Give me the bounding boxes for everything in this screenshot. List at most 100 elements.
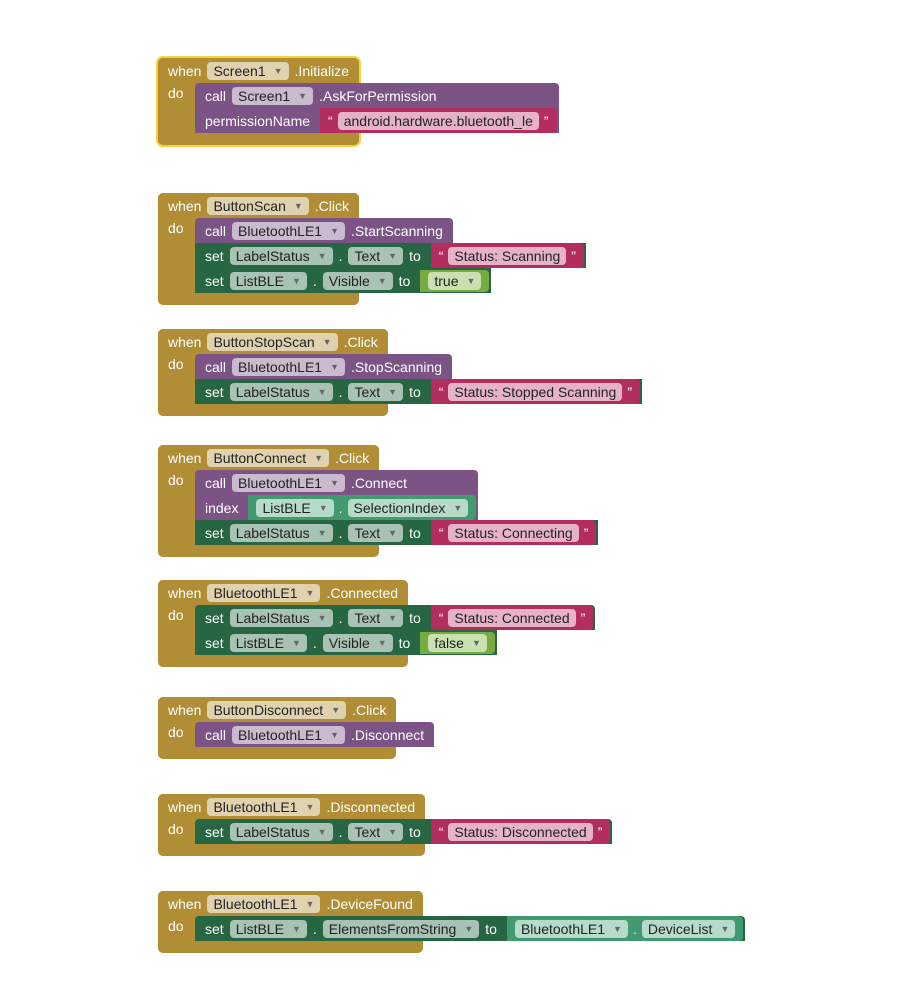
chevron-down-icon[interactable]: ▼ [305,801,315,812]
chevron-down-icon[interactable]: ▼ [317,386,327,397]
set-property-dropdown[interactable]: Text▼ [348,523,404,542]
text-value-field[interactable]: Status: Connecting [448,523,579,542]
chevron-down-icon[interactable]: ▼ [464,923,474,934]
text-block[interactable]: “Status: Stopped Scanning” [430,379,640,404]
chevron-down-icon[interactable]: ▼ [291,637,301,648]
event-component-dropdown[interactable]: ButtonScan▼ [207,196,309,215]
set-component-dropdown[interactable]: ListBLE▼ [229,919,307,938]
chevron-down-icon[interactable]: ▼ [330,729,340,740]
chevron-down-icon[interactable]: ▼ [317,527,327,538]
event-component-dropdown[interactable]: ButtonConnect▼ [207,448,330,467]
chevron-down-icon[interactable]: ▼ [273,65,283,76]
event-component-dropdown[interactable]: BluetoothLE1▼ [207,894,321,913]
set-component-dropdown[interactable]: LabelStatus▼ [229,382,333,401]
event-component-dropdown[interactable]: BluetoothLE1▼ [207,797,321,816]
chevron-down-icon[interactable]: ▼ [317,612,327,623]
set-property-dropdown[interactable]: Text▼ [348,382,404,401]
chevron-down-icon[interactable]: ▼ [317,826,327,837]
chevron-down-icon[interactable]: ▼ [471,637,481,648]
set-component-dropdown[interactable]: LabelStatus▼ [229,523,333,542]
logic-block[interactable]: false▼ [420,631,495,654]
call-component-dropdown[interactable]: BluetoothLE1▼ [232,221,346,240]
call-component-dropdown[interactable]: BluetoothLE1▼ [232,357,346,376]
chevron-down-icon[interactable]: ▼ [330,477,340,488]
call-component-dropdown[interactable]: BluetoothLE1▼ [232,473,346,492]
chevron-down-icon[interactable]: ▼ [305,898,315,909]
set-property-dropdown[interactable]: ElementsFromString▼ [322,919,480,938]
text-block[interactable]: “Status: Connected” [430,605,594,630]
set-property-dropdown[interactable]: Text▼ [348,246,404,265]
logic-value-dropdown[interactable]: true▼ [428,271,482,290]
event-component-dropdown[interactable]: ButtonStopScan▼ [207,332,338,351]
chevron-down-icon[interactable]: ▼ [298,90,308,101]
event-component-dropdown[interactable]: BluetoothLE1▼ [207,583,321,602]
chevron-down-icon[interactable]: ▼ [388,250,398,261]
chevron-down-icon[interactable]: ▼ [377,275,387,286]
text-value-field[interactable]: Status: Stopped Scanning [448,382,623,401]
chevron-down-icon[interactable]: ▼ [388,826,398,837]
chevron-down-icon[interactable]: ▼ [317,250,327,261]
component-getter-block[interactable]: BluetoothLE1▼.DeviceList▼ [506,916,744,941]
chevron-down-icon[interactable]: ▼ [388,386,398,397]
chevron-down-icon[interactable]: ▼ [388,527,398,538]
chevron-down-icon[interactable]: ▼ [322,336,332,347]
text-block[interactable]: “Status: Scanning” [430,243,584,268]
text-block[interactable]: “Status: Connecting” [430,520,597,545]
text-value-field[interactable]: Status: Disconnected [448,822,593,841]
chevron-down-icon[interactable]: ▼ [613,923,622,934]
logic-block[interactable]: true▼ [420,269,490,292]
call-component-dropdown[interactable]: Screen1▼ [232,86,314,105]
chevron-down-icon[interactable]: ▼ [330,361,340,372]
getter-property-dropdown[interactable]: DeviceList▼ [641,919,736,938]
component-getter-block[interactable]: ListBLE▼.SelectionIndex▼ [248,495,477,520]
event-component-dropdown[interactable]: ButtonDisconnect▼ [207,700,347,719]
chevron-down-icon[interactable]: ▼ [314,452,324,463]
chevron-down-icon[interactable]: ▼ [305,587,315,598]
set-component-dropdown[interactable]: LabelStatus▼ [229,608,333,627]
text-block[interactable]: “Status: Disconnected” [430,819,611,844]
chevron-down-icon[interactable]: ▼ [330,225,340,236]
chevron-down-icon[interactable]: ▼ [388,612,398,623]
chevron-down-icon[interactable]: ▼ [377,637,387,648]
text-value-field[interactable]: Status: Connected [448,608,576,627]
getter-property-dropdown[interactable]: SelectionIndex▼ [347,498,469,517]
chevron-down-icon[interactable]: ▼ [720,923,730,934]
set-component-dropdown[interactable]: LabelStatus▼ [229,246,333,265]
getter-component-dropdown[interactable]: BluetoothLE1▼ [514,919,628,938]
set-property-dropdown[interactable]: Text▼ [348,608,404,627]
chevron-down-icon[interactable]: ▼ [318,502,328,513]
text-block[interactable]: “android.hardware.bluetooth_le” [320,108,557,133]
logic-value-dropdown[interactable]: false▼ [428,633,487,652]
getter-component-dropdown[interactable]: ListBLE▼ [256,498,334,517]
set-property-dropdown[interactable]: Visible▼ [322,633,393,652]
set-component-dropdown[interactable]: ListBLE▼ [229,271,307,290]
chevron-down-icon[interactable]: ▼ [466,275,476,286]
event-component-dropdown[interactable]: Screen1▼ [207,61,289,80]
chevron-down-icon[interactable]: ▼ [293,200,303,211]
set-component-dropdown[interactable]: ListBLE▼ [229,633,307,652]
chevron-down-icon[interactable]: ▼ [453,502,463,513]
set-component-dropdown[interactable]: LabelStatus▼ [229,822,333,841]
text-value-field[interactable]: android.hardware.bluetooth_le [337,111,539,130]
